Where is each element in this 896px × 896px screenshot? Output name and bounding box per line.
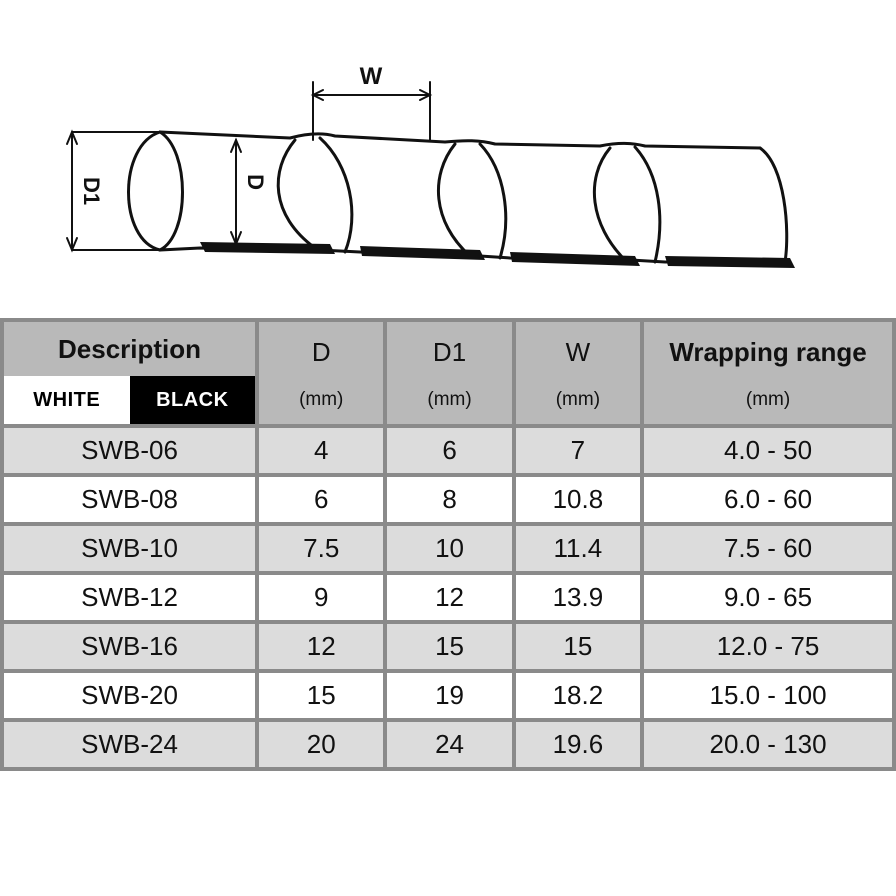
table-row: SWB-08 6 8 10.8 6.0 - 60 xyxy=(0,473,896,526)
d1-cell: 6 xyxy=(383,424,516,477)
range-cell: 15.0 - 100 xyxy=(640,669,896,722)
d-cell: 12 xyxy=(255,620,388,673)
column-unit: (mm) xyxy=(745,389,791,410)
d1-cell: 10 xyxy=(383,522,516,575)
table-row: SWB-12 9 12 13.9 9.0 - 65 xyxy=(0,571,896,624)
w-cell: 7 xyxy=(511,424,645,477)
model-cell: SWB-12 xyxy=(0,571,260,624)
w-cell: 13.9 xyxy=(511,571,645,624)
w-cell: 15 xyxy=(511,620,645,673)
model-cell: SWB-06 xyxy=(0,424,260,477)
column-name: Wrapping range xyxy=(669,337,867,367)
color-black-label: BLACK xyxy=(129,376,256,424)
column-name: D1 xyxy=(432,337,467,367)
color-white-label: WHITE xyxy=(4,376,130,424)
d-cell: 4 xyxy=(255,424,388,477)
dimension-d1-label: D1 xyxy=(79,177,104,205)
range-cell: 9.0 - 65 xyxy=(640,571,896,624)
w-cell: 18.2 xyxy=(511,669,645,722)
range-cell: 4.0 - 50 xyxy=(640,424,896,477)
w-cell: 11.4 xyxy=(511,522,645,575)
column-unit: (mm) xyxy=(555,389,601,410)
model-cell: SWB-16 xyxy=(0,620,260,673)
d1-cell: 19 xyxy=(383,669,516,722)
spiral-wrap-diagram: W D D1 xyxy=(66,63,795,268)
range-cell: 7.5 - 60 xyxy=(640,522,896,575)
dimension-w-label: W xyxy=(360,63,383,90)
table-row: SWB-24 20 24 19.6 20.0 - 130 xyxy=(0,718,896,771)
table-row: SWB-10 7.5 10 11.4 7.5 - 60 xyxy=(0,522,896,575)
description-header: Description WHITE BLACK xyxy=(0,318,260,428)
description-title: Description xyxy=(4,322,256,376)
w-cell: 19.6 xyxy=(511,718,645,771)
d-cell: 6 xyxy=(255,473,388,526)
column-header-w: W (mm) xyxy=(511,318,645,428)
column-unit: (mm) xyxy=(427,389,472,410)
d1-cell: 8 xyxy=(383,473,516,526)
column-name: D xyxy=(311,337,331,367)
column-unit: (mm) xyxy=(299,389,344,410)
dimension-d-label: D xyxy=(243,174,268,190)
range-cell: 12.0 - 75 xyxy=(640,620,896,673)
d-cell: 7.5 xyxy=(255,522,388,575)
column-header-wrapping-range: Wrapping range (mm) xyxy=(640,318,896,428)
model-cell: SWB-20 xyxy=(0,669,260,722)
table-row: SWB-16 12 15 15 12.0 - 75 xyxy=(0,620,896,673)
d-cell: 9 xyxy=(255,571,388,624)
column-header-d: D (mm) xyxy=(255,318,388,428)
d-cell: 15 xyxy=(255,669,388,722)
w-cell: 10.8 xyxy=(511,473,645,526)
model-cell: SWB-08 xyxy=(0,473,260,526)
d1-cell: 24 xyxy=(383,718,516,771)
column-name: W xyxy=(565,337,591,367)
range-cell: 20.0 - 130 xyxy=(640,718,896,771)
d1-cell: 12 xyxy=(383,571,516,624)
model-cell: SWB-10 xyxy=(0,522,260,575)
model-cell: SWB-24 xyxy=(0,718,260,771)
d1-cell: 15 xyxy=(383,620,516,673)
table-header-row: Description WHITE BLACK D (mm) D1 (mm) W… xyxy=(0,318,896,428)
table-row: SWB-20 15 19 18.2 15.0 - 100 xyxy=(0,669,896,722)
d-cell: 20 xyxy=(255,718,388,771)
table-row: SWB-06 4 6 7 4.0 - 50 xyxy=(0,424,896,477)
range-cell: 6.0 - 60 xyxy=(640,473,896,526)
column-header-d1: D1 (mm) xyxy=(383,318,516,428)
spec-table: Description WHITE BLACK D (mm) D1 (mm) W… xyxy=(0,318,896,771)
